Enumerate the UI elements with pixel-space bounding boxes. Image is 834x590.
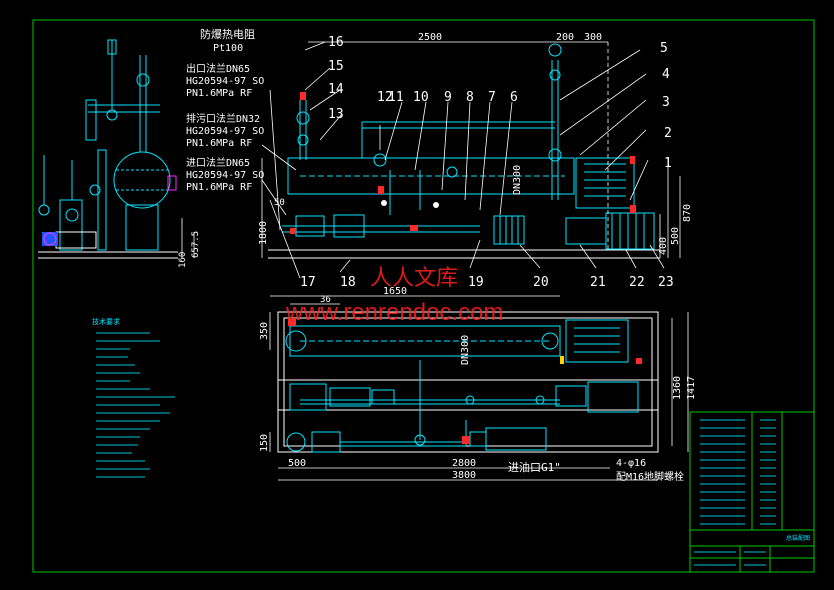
watermark-cn: 人人文库 [370,265,458,290]
drain-flange-std: HG20594-97 SO [186,126,264,137]
dim-500b: 500 [288,458,306,469]
leader-lines [261,41,665,279]
inlet-flange-std: HG20594-97 SO [186,170,264,181]
front-view [268,43,660,259]
part-number-18: 18 [340,275,356,290]
side-dims [181,218,195,258]
part-number-8: 8 [466,90,474,105]
front-dims [261,41,681,297]
part-number-5: 5 [660,41,668,56]
dim-dn300-plan: DN300 [460,335,471,365]
part-number-14: 14 [328,82,344,97]
part-number-2: 2 [664,126,672,141]
part-number-3: 3 [662,95,670,110]
outlet-flange-std: HG20594-97 SO [186,76,264,87]
tech-notes: 技术要求 [92,317,175,478]
title-block [689,411,815,573]
rtd-title: 防爆热电阻 [200,27,255,41]
dim-160: 160 [178,252,188,268]
part-number-13: 13 [328,107,344,122]
dim-50: 50 [274,198,285,208]
dim-870: 870 [682,204,693,222]
part-number-10: 10 [413,90,429,105]
drain-flange-pn: PN1.6MPa RF [186,138,252,149]
plan-accents [288,318,642,444]
dim-400: 400 [658,237,669,255]
rtd-model: Pt100 [213,43,243,54]
dim-36: 36 [320,295,331,305]
inlet-flange-pn: PN1.6MPa RF [186,182,252,193]
inlet-oil-label: 进油口G1" [508,460,561,474]
dim-dn300-front: DN300 [512,165,523,195]
part-number-6: 6 [510,90,518,105]
part-number-23: 23 [658,275,674,290]
inlet-flange-title: 进口法兰DN65 [186,156,250,169]
part-number-21: 21 [590,275,606,290]
plan-equipment [285,319,639,453]
drawing-name: 总装配图 [786,534,810,542]
anchor-hole-count: 4-φ16 [616,458,646,469]
part-number-16: 16 [328,35,344,50]
dim-2800: 2800 [452,458,476,469]
dim-300: 300 [584,32,602,43]
outlet-flange-title: 出口法兰DN65 [186,62,250,75]
part-number-9: 9 [444,90,452,105]
drawing-border [32,19,815,573]
dim-150: 150 [259,434,270,452]
outlet-flange-pn: PN1.6MPa RF [186,88,252,99]
part-number-15: 15 [328,59,344,74]
dim-1650: 1650 [383,286,407,297]
dim-500: 500 [670,227,681,245]
part-number-4: 4 [662,67,670,82]
dim-350: 350 [259,322,270,340]
notes-heading: 技术要求 [92,317,120,326]
drain-flange-title: 排污口法兰DN32 [186,112,260,125]
part-number-12: 12 [377,90,393,105]
part-number-11: 11 [388,90,404,105]
title-block-rows [694,419,776,566]
side-view-motor [42,232,58,246]
part-number-17: 17 [300,275,316,290]
part-numbers: 1 2 3 4 5 6 7 8 9 10 11 12 13 14 15 16 1… [300,35,674,290]
dim-1417: 1417 [686,376,697,400]
dim-2500: 2500 [418,32,442,43]
dim-1360: 1360 [672,376,683,400]
part-number-22: 22 [629,275,645,290]
part-number-20: 20 [533,275,549,290]
side-view [38,39,178,259]
anchor-bolt-label: 配M16地脚螺栓 [616,470,684,483]
dim-3800: 3800 [452,470,476,481]
plan-view [277,311,659,453]
dim-200: 200 [556,32,574,43]
dim-1800: 1800 [258,221,269,245]
front-accents [290,92,636,234]
watermark-url: www.renrendoc.com [285,299,503,326]
part-number-19: 19 [468,275,484,290]
dim-657: 657.5 [191,231,201,258]
plan-dims [269,303,689,481]
part-number-7: 7 [488,90,496,105]
